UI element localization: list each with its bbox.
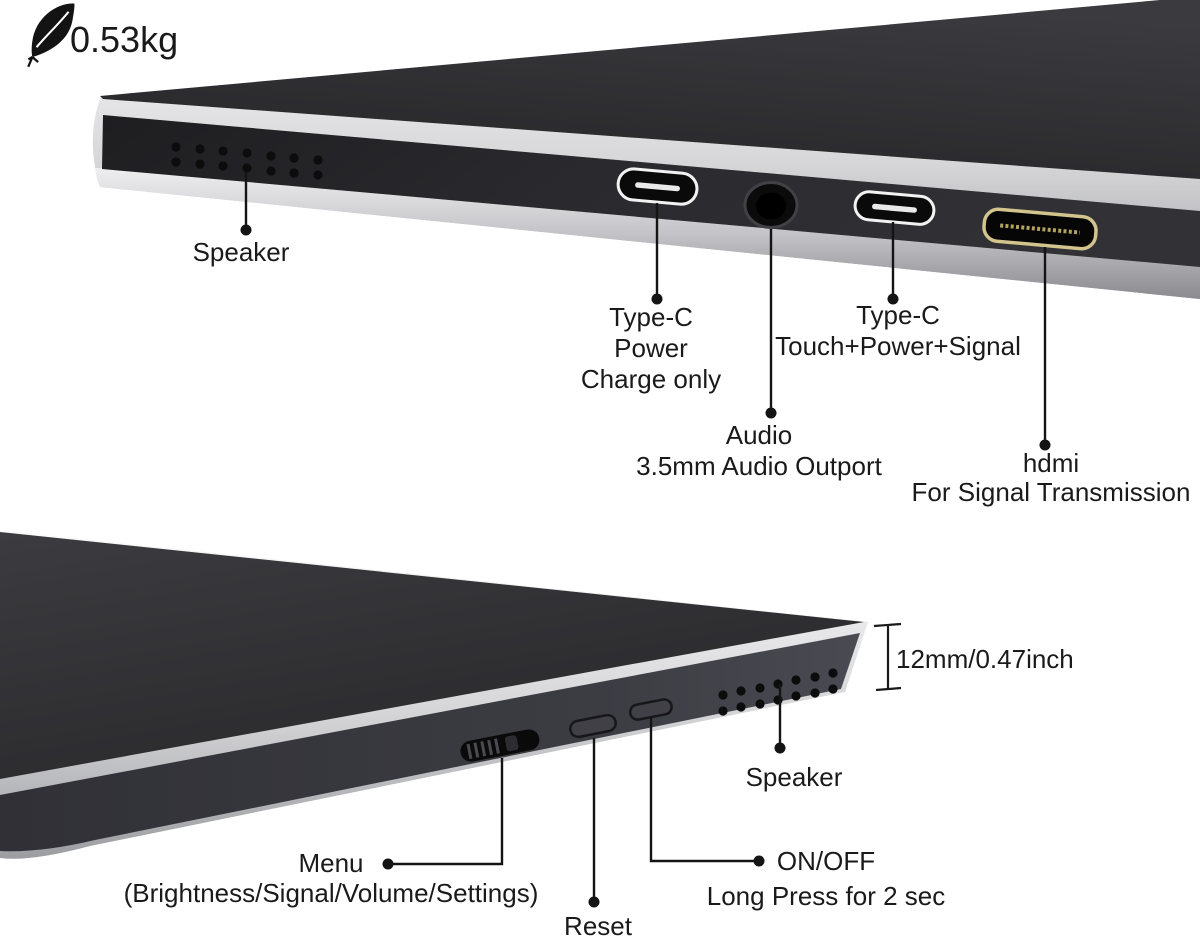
typec-power-label: Type-C Power Charge only — [580, 302, 722, 394]
typec-power-port — [616, 167, 699, 206]
onoff-callout — [649, 718, 765, 867]
bottom-monitor — [0, 530, 902, 908]
top-monitor-back-face — [100, 0, 1200, 179]
top-monitor-bottom-rim — [95, 168, 1200, 299]
power-button — [628, 698, 673, 721]
top-monitor — [92, 0, 1200, 451]
menu-wheel — [460, 729, 540, 762]
hdmi-port — [982, 207, 1098, 251]
thickness-bracket — [873, 622, 902, 692]
bottom-speaker-callout — [774, 684, 786, 754]
thickness-label: 12mm/0.47inch — [896, 644, 1074, 674]
typec-touch-port — [853, 190, 936, 226]
reset-callout — [588, 738, 600, 908]
audio-callout — [765, 229, 777, 419]
audio-label: Audio 3.5mm Audio Outport — [636, 420, 882, 481]
audio-jack-port — [743, 181, 799, 229]
bottom-monitor-edge-face — [0, 633, 860, 852]
menu-label: Menu (Brightness/Signal/Volume/Settings) — [123, 848, 539, 908]
typec-power-callout — [651, 203, 663, 305]
top-speaker-label: Speaker — [192, 237, 290, 267]
speaker-callout — [240, 172, 252, 236]
onoff-label: ON/OFF Long Press for 2 sec — [706, 846, 946, 911]
bottom-speaker-label: Speaker — [745, 762, 843, 792]
feather-icon — [27, 3, 75, 68]
top-speaker-grille — [171, 142, 323, 180]
menu-callout — [382, 758, 504, 870]
typec-touch-callout — [887, 222, 899, 305]
bottom-callouts — [382, 684, 786, 908]
bottom-monitor-back-face — [0, 532, 864, 779]
hdmi-callout — [1039, 247, 1051, 451]
hdmi-label: hdmi For Signal Transmission — [911, 448, 1191, 507]
reset-label: Reset — [564, 911, 632, 937]
top-callouts — [240, 172, 1051, 451]
reset-button — [569, 713, 617, 739]
weight-label: 0.53kg — [70, 19, 179, 60]
typec-touch-label: Type-C Touch+Power+Signal — [775, 300, 1021, 361]
